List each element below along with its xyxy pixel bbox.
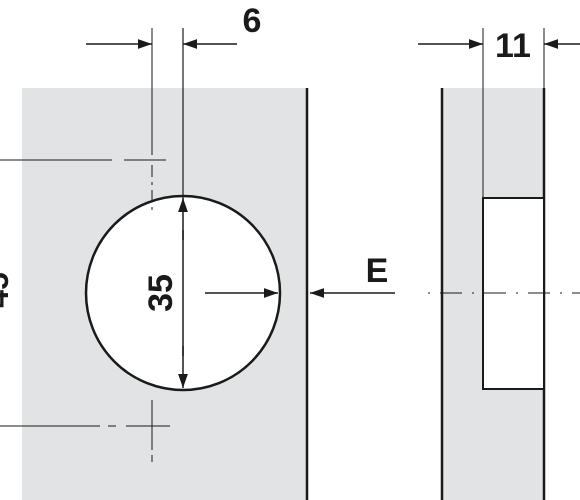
dim11-label: 11 — [495, 27, 531, 65]
left-partial-dim-label: 45 — [0, 272, 15, 308]
dim35-label: 35 — [142, 274, 180, 312]
dimE-label: E — [366, 252, 389, 290]
dim6-label: 6 — [243, 2, 262, 40]
